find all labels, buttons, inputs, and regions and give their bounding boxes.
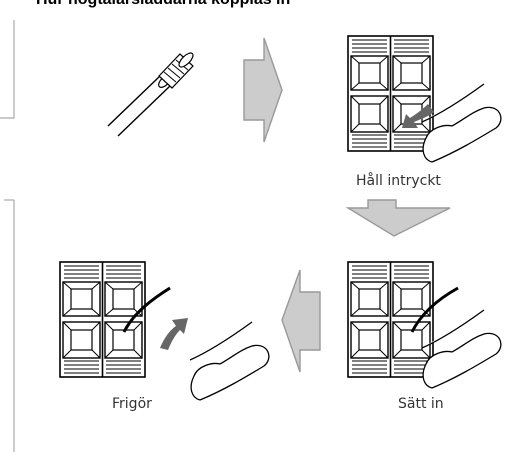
- arrow-left: [281, 269, 321, 373]
- press-arrow-icon: [402, 104, 434, 128]
- page-heading: Hur högtalarsladdarna kopplas in: [36, 0, 290, 9]
- caption-hold: Håll intryckt: [356, 173, 441, 189]
- caption-release: Frigör: [112, 396, 152, 412]
- side-bracket-top: [0, 20, 15, 119]
- release-arrow-icon: [160, 318, 188, 350]
- stripped-wire-illustration: [107, 52, 194, 137]
- arrow-right: [243, 37, 283, 143]
- caption-insert: Sätt in: [398, 396, 444, 412]
- terminal-insert: [347, 261, 502, 389]
- arrow-down: [345, 199, 451, 237]
- terminal-press: [347, 35, 502, 163]
- terminal-released: [59, 261, 270, 401]
